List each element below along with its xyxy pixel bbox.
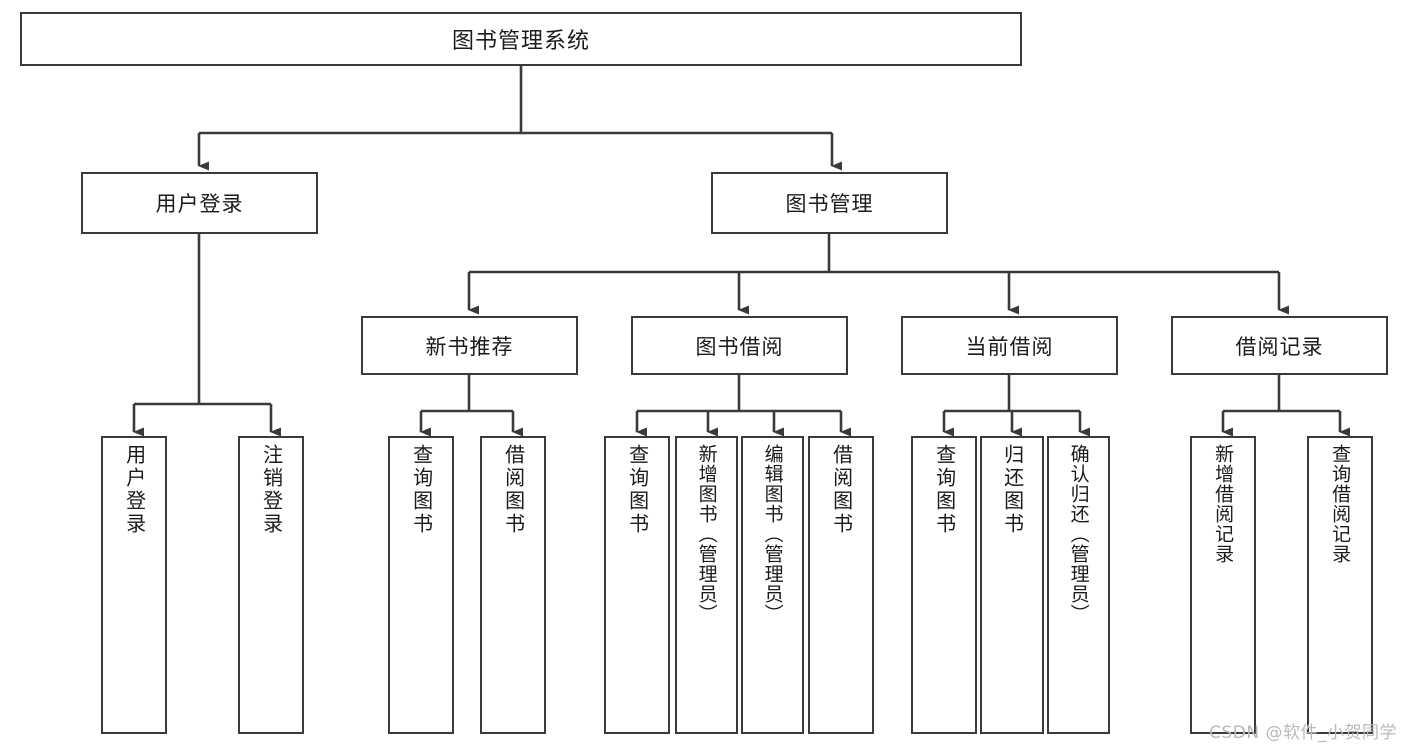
node-label: 查询借阅记录 <box>1329 444 1352 564</box>
node-label: 新增图书（管理员） <box>695 444 718 624</box>
node-label: 图书管理系统 <box>451 29 590 54</box>
node-label: 图书管理 <box>785 192 874 216</box>
node-label: 图书借阅 <box>695 334 784 359</box>
node-leaf-query-book-1[interactable]: 查询图书 <box>388 436 454 734</box>
node-label: 查询图书 <box>625 444 650 536</box>
node-label: 借阅图书 <box>501 444 526 536</box>
node-root-system[interactable]: 图书管理系统 <box>20 12 1022 66</box>
node-label: 编辑图书（管理员） <box>761 444 784 624</box>
node-label: 借阅图书 <box>829 444 854 536</box>
node-leaf-query-book-2[interactable]: 查询图书 <box>604 436 670 734</box>
node-label: 用户登录 <box>155 192 244 216</box>
node-leaf-query-book-3[interactable]: 查询图书 <box>911 436 977 734</box>
node-borrow-record[interactable]: 借阅记录 <box>1171 316 1388 375</box>
node-leaf-borrow-book-1[interactable]: 借阅图书 <box>480 436 546 734</box>
node-label: 归还图书 <box>1000 444 1025 536</box>
node-label: 新增借阅记录 <box>1212 444 1235 564</box>
node-leaf-user-login[interactable]: 用户登录 <box>101 436 167 734</box>
node-label: 查询图书 <box>932 444 957 536</box>
node-leaf-query-record[interactable]: 查询借阅记录 <box>1307 436 1373 734</box>
node-book-manage[interactable]: 图书管理 <box>711 172 948 234</box>
node-label: 用户登录 <box>122 444 147 536</box>
node-leaf-edit-book[interactable]: 编辑图书（管理员） <box>741 436 804 734</box>
node-leaf-add-record[interactable]: 新增借阅记录 <box>1190 436 1256 734</box>
node-leaf-user-logout[interactable]: 注销登录 <box>238 436 304 734</box>
node-book-borrow[interactable]: 图书借阅 <box>631 316 848 375</box>
node-label: 新书推荐 <box>425 334 514 359</box>
node-user-login[interactable]: 用户登录 <box>81 172 318 234</box>
node-leaf-add-book[interactable]: 新增图书（管理员） <box>675 436 738 734</box>
node-leaf-confirm-return[interactable]: 确认归还（管理员） <box>1047 436 1110 734</box>
node-label: 查询图书 <box>409 444 434 536</box>
node-current-borrow[interactable]: 当前借阅 <box>901 316 1118 375</box>
node-leaf-return-book[interactable]: 归还图书 <box>980 436 1044 734</box>
watermark-text: CSDN @软件_小贺同学 <box>1209 723 1397 743</box>
node-leaf-borrow-book-2[interactable]: 借阅图书 <box>808 436 874 734</box>
node-label: 注销登录 <box>259 444 284 536</box>
node-new-book-recommend[interactable]: 新书推荐 <box>361 316 578 375</box>
node-label: 借阅记录 <box>1235 334 1324 359</box>
node-label: 确认归还（管理员） <box>1067 444 1090 624</box>
node-label: 当前借阅 <box>965 334 1054 359</box>
